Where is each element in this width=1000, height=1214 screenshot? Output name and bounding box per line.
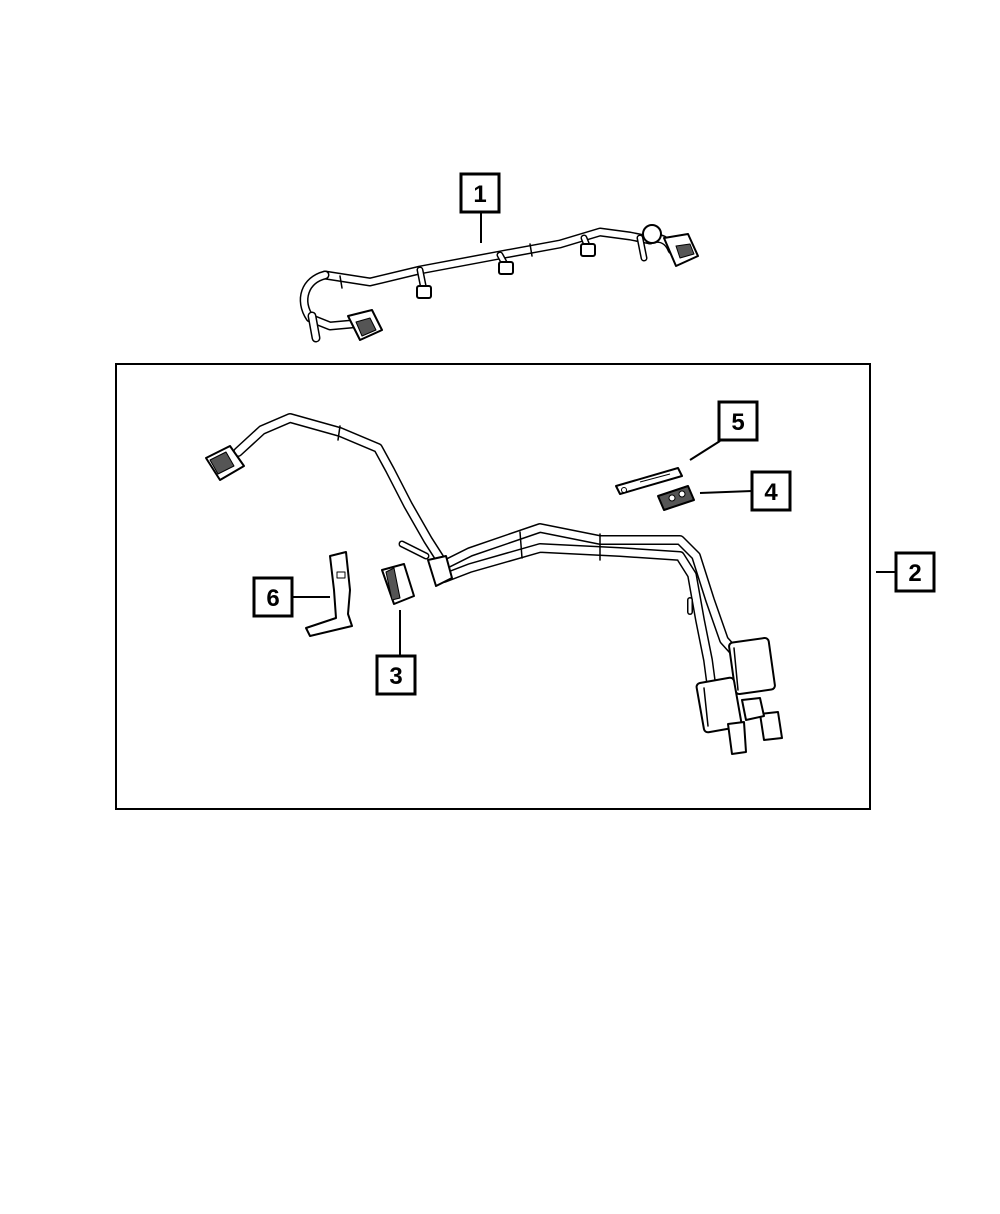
callout-label-1: 1 bbox=[473, 181, 486, 208]
callout-5: 5 bbox=[717, 400, 759, 442]
callout-6: 6 bbox=[252, 576, 294, 618]
harness-kit-frame bbox=[115, 363, 871, 810]
callout-2: 2 bbox=[894, 551, 936, 593]
callout-label-5: 5 bbox=[731, 409, 744, 436]
connector-block-part-3 bbox=[381, 563, 415, 605]
callout-3: 3 bbox=[375, 654, 417, 696]
harness-part-1 bbox=[299, 224, 699, 343]
callout-4: 4 bbox=[750, 470, 792, 512]
harness-part-2 bbox=[205, 413, 783, 755]
retainer-clip-part-4 bbox=[657, 485, 695, 511]
callout-label-6: 6 bbox=[266, 585, 279, 612]
callout-label-4: 4 bbox=[764, 479, 778, 506]
support-bracket-part-6 bbox=[305, 551, 353, 637]
callout-1: 1 bbox=[459, 172, 501, 214]
callout-leaders bbox=[293, 213, 896, 656]
mounting-strap-part-5 bbox=[615, 467, 683, 495]
callout-label-3: 3 bbox=[389, 663, 402, 690]
callout-label-2: 2 bbox=[908, 560, 921, 587]
